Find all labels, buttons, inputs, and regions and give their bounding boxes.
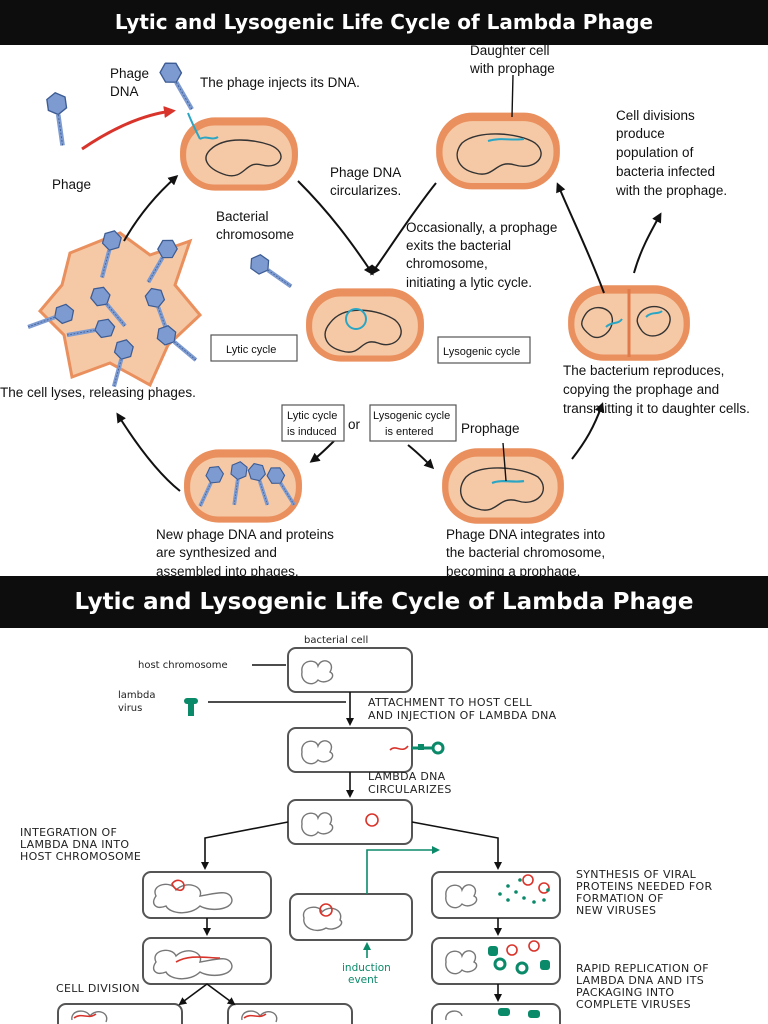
lambda-flow-diagram: bacterial cell host chromosome lambda vi… [0, 628, 768, 1024]
label-prophage: Prophage [461, 421, 520, 436]
label-synthesized-2: are synthesized and [156, 545, 277, 560]
label-lytic-cycle: Lytic cycle [226, 344, 276, 356]
stray-phage [247, 252, 296, 293]
label-lytic-induced-2: is induced [287, 426, 337, 438]
label-divisions-5: with the prophage. [615, 183, 727, 198]
cell-prophage [442, 448, 564, 524]
lytic-induced-box [281, 404, 345, 442]
label-phage-dna-1: Phage [110, 66, 149, 81]
slide2-title: Lytic and Lysogenic Life Cycle of Lambda… [74, 589, 694, 615]
label-or: or [348, 417, 361, 432]
label-phage: Phage [52, 177, 91, 192]
label-synthesis-4: NEW VIRUSES [576, 904, 656, 917]
flow-arrows [178, 664, 502, 1006]
cycle-diagram-1: Phage DNA The phage injects its DNA. Pha… [0, 45, 750, 576]
cell-circularized [306, 288, 424, 362]
cell-injection [180, 117, 298, 191]
label-bacterial-cell: bacterial cell [304, 635, 368, 646]
lysogenic-cycle-box [437, 336, 531, 364]
label-induction-1: induction [342, 962, 391, 974]
label-lysogenic-entered-1: Lysogenic cycle [373, 410, 450, 422]
label-integrates-1: Phage DNA integrates into [446, 527, 605, 542]
label-replication-4: COMPLETE VIRUSES [576, 998, 691, 1011]
cell-lysed [25, 229, 201, 389]
host-chromosomes [71, 660, 478, 1023]
label-replication-3: PACKAGING INTO [576, 986, 674, 999]
label-circularizes-2: circularizes. [330, 183, 401, 198]
label-circ-1: LAMBDA DNA [368, 770, 446, 783]
label-lyses: The cell lyses, releasing phages. [0, 385, 196, 400]
label-injects: The phage injects its DNA. [200, 75, 360, 90]
red-arrow [81, 106, 176, 151]
label-divisions-3: population of [616, 145, 694, 160]
label-lysogenic-cycle: Lysogenic cycle [443, 346, 520, 358]
cycle-arrows [116, 175, 662, 492]
lytic-cycle-box [210, 334, 298, 362]
label-synthesized-1: New phage DNA and proteins [156, 527, 334, 542]
label-daughter-2: with prophage [469, 61, 555, 76]
daughter-pointer [511, 74, 514, 118]
label-bacterial-1: Bacterial [216, 209, 269, 224]
label-integrates-3: becoming a prophage. [446, 564, 580, 576]
label-integration-1: INTEGRATION OF [20, 826, 117, 839]
label-reproduces-2: copying the prophage and [563, 382, 719, 397]
label-cell-division: CELL DIVISION [56, 982, 140, 995]
slide1-labels: Phage DNA The phage injects its DNA. Pha… [0, 45, 750, 576]
label-phage-dna-2: DNA [110, 84, 139, 99]
label-lytic-induced-1: Lytic cycle [287, 410, 337, 422]
cycle-diagram-2: bacterial cell host chromosome lambda vi… [20, 635, 712, 1024]
label-divisions-1: Cell divisions [616, 108, 695, 123]
slide2-title-bar: Lytic and Lysogenic Life Cycle of Lambda… [0, 576, 768, 628]
label-replication-1: RAPID REPLICATION OF [576, 962, 709, 975]
label-exits-3: chromosome, [406, 256, 488, 271]
prophage-pointer [502, 442, 507, 482]
label-integration-2: LAMBDA DNA INTO [20, 838, 129, 851]
slide1-title-bar: Lytic and Lysogenic Life Cycle of Lambda… [0, 0, 768, 45]
label-daughter-1: Daughter cell [470, 45, 550, 58]
cell-dividing [568, 285, 690, 361]
label-divisions-2: produce [616, 126, 665, 141]
label-attachment-2: AND INJECTION OF LAMBDA DNA [368, 709, 557, 722]
label-bacterial-2: chromosome [216, 227, 294, 242]
label-induction-2: event [348, 974, 378, 986]
label-synthesized-3: assembled into phages. [156, 564, 299, 576]
label-replication-2: LAMBDA DNA AND ITS [576, 974, 704, 987]
label-integrates-2: the bacterial chromosome, [446, 545, 605, 560]
lambda-dna [73, 745, 550, 1019]
label-exits-1: Occasionally, a prophage [406, 220, 557, 235]
cell-synthesis [184, 449, 302, 523]
cell-daughter [436, 112, 560, 190]
label-lambda-1: lambda [118, 690, 155, 701]
induction-arrows [363, 846, 440, 958]
slide2-labels: bacterial cell host chromosome lambda vi… [20, 635, 712, 1011]
label-host-chromosome: host chromosome [138, 660, 228, 671]
label-lambda-2: virus [118, 703, 142, 714]
label-exits-4: initiating a lytic cycle. [406, 275, 532, 290]
label-reproduces-1: The bacterium reproduces, [563, 363, 724, 378]
free-phage [46, 91, 72, 146]
label-synthesis-2: PROTEINS NEEDED FOR [576, 880, 712, 893]
label-circularizes-1: Phage DNA [330, 165, 401, 180]
label-attachment-1: ATTACHMENT TO HOST CELL [368, 696, 533, 709]
label-exits-2: exits the bacterial [406, 238, 511, 253]
lambda-virus-icons [184, 698, 550, 1018]
lytic-lysogenic-illustration: Phage DNA The phage injects its DNA. Pha… [0, 45, 768, 576]
label-integration-3: HOST CHROMOSOME [20, 850, 141, 863]
label-lysogenic-entered-2: is entered [385, 426, 433, 438]
injecting-phage [157, 59, 200, 140]
label-circ-2: CIRCULARIZES [368, 783, 452, 796]
label-reproduces-3: transmitting it to daughter cells. [563, 401, 750, 416]
label-divisions-4: bacteria infected [616, 164, 715, 179]
label-synthesis-3: FORMATION OF [576, 892, 664, 905]
lysogenic-entered-box [369, 404, 457, 442]
label-synthesis-1: SYNTHESIS OF VIRAL [576, 868, 697, 881]
slide1-title: Lytic and Lysogenic Life Cycle of Lambda… [114, 10, 654, 34]
